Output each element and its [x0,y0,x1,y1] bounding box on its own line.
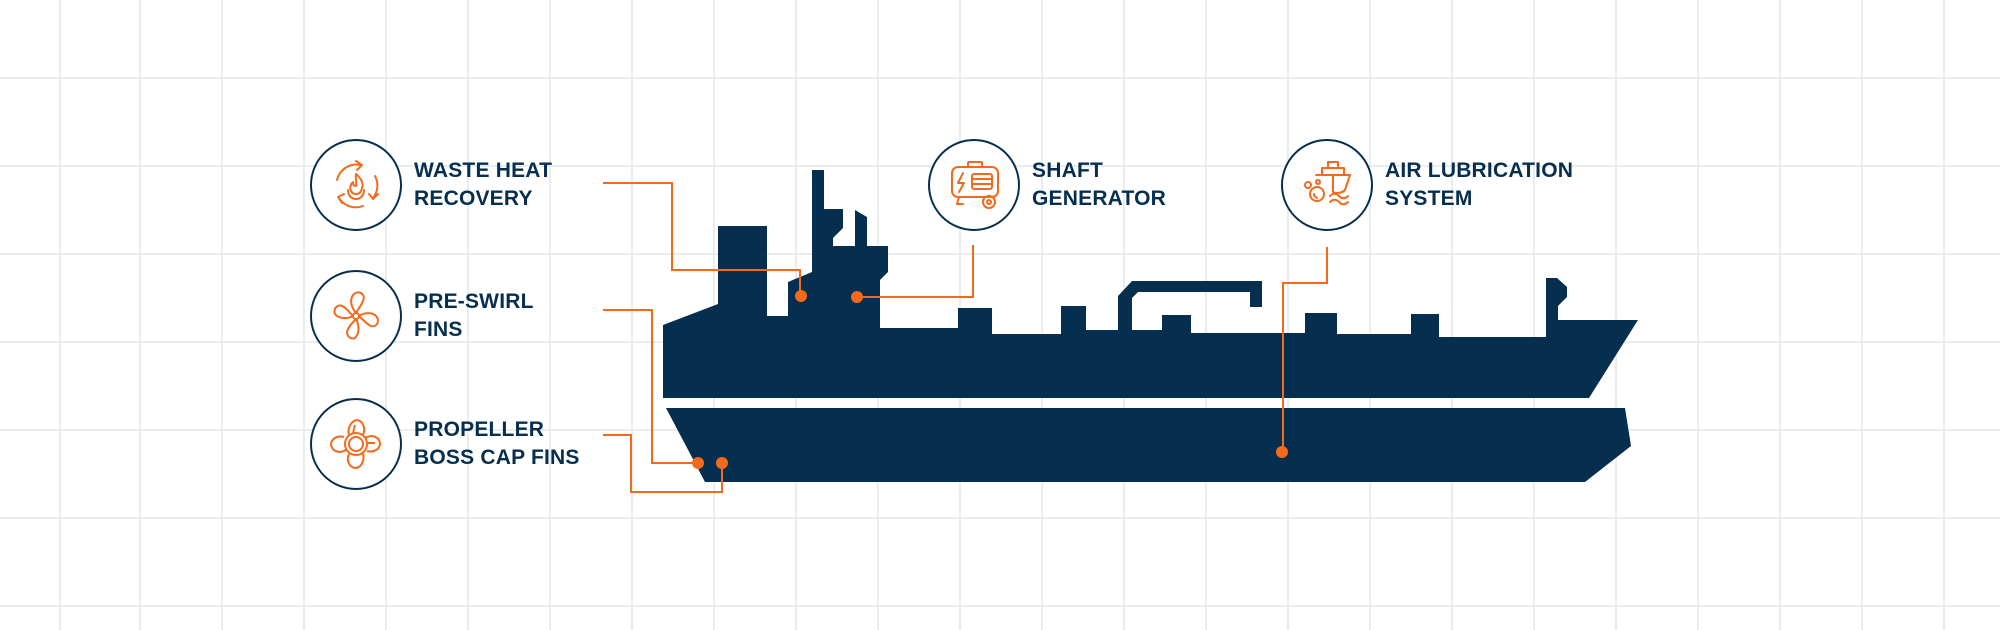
leader-air-lubrication [1282,247,1328,452]
endpoint-pre-swirl [692,457,704,469]
shaft-generator-label-line1: SHAFT [1032,159,1103,182]
endpoint-boss-cap [716,457,728,469]
boss-cap-badge [310,398,402,490]
shaft-generator-label-line2: GENERATOR [1032,187,1167,210]
leader-waste-heat [603,182,801,296]
endpoint-shaft-generator [851,291,863,303]
boss-cap-label-line1: PROPELLER [414,418,545,441]
boss-cap-label: PROPELLER BOSS CAP FINS [414,416,580,472]
pre-swirl-label-line1: PRE-SWIRL [414,290,534,313]
feature-air-lubrication-system: AIR LUBRICATION SYSTEM [1281,139,1573,231]
leader-pre-swirl [603,309,698,464]
pre-swirl-badge [310,270,402,362]
waste-heat-label-line2: RECOVERY [414,187,533,210]
ship-silhouette [663,170,1638,482]
waste-heat-badge [310,139,402,231]
endpoint-air-lubrication [1276,446,1288,458]
waste-heat-label: WASTE HEAT RECOVERY [414,157,552,213]
leader-boss-cap [603,434,723,493]
leader-endpoints [692,290,1288,469]
feature-waste-heat-recovery: WASTE HEAT RECOVERY [310,139,552,231]
pre-swirl-label-line2: FINS [414,318,463,341]
shaft-generator-label: SHAFT GENERATOR [1032,157,1166,213]
propeller-fins-icon [333,291,379,340]
air-lubrication-badge [1281,139,1373,231]
recycle-flame-icon [336,160,379,209]
ship-lower-hull [666,408,1631,482]
generator-icon [951,161,999,209]
feature-propeller-boss-cap-fins: PROPELLER BOSS CAP FINS [310,398,580,490]
leader-shaft-generator [857,245,974,298]
feature-shaft-generator: SHAFT GENERATOR [928,139,1166,231]
endpoint-waste-heat [795,290,807,302]
air-lubrication-label-line1: AIR LUBRICATION [1385,159,1574,182]
boss-cap-label-line2: BOSS CAP FINS [414,446,580,469]
waste-heat-label-line1: WASTE HEAT [414,159,553,182]
boss-cap-propeller-icon [330,419,381,469]
air-lubrication-label-line2: SYSTEM [1385,187,1473,210]
feature-pre-swirl-fins: PRE-SWIRL FINS [310,270,534,362]
pre-swirl-label: PRE-SWIRL FINS [414,288,534,344]
leader-lines [603,182,1328,493]
ship-upper-hull [663,170,1638,398]
air-lubrication-label: AIR LUBRICATION SYSTEM [1385,157,1573,213]
ship-bubbles-icon [1304,161,1351,206]
shaft-generator-badge [928,139,1020,231]
